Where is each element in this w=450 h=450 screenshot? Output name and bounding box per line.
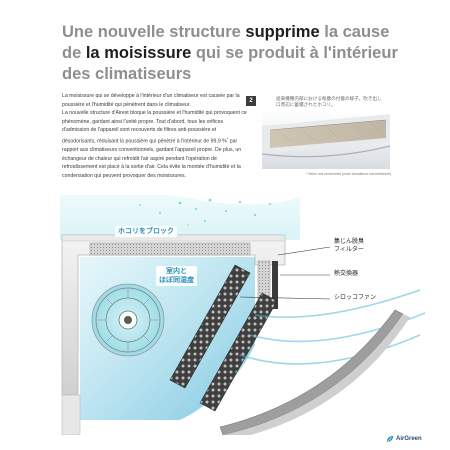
leaf-icon bbox=[386, 435, 394, 443]
page-headline: Une nouvelle structure supprime la cause… bbox=[62, 22, 402, 85]
footnote-marker: * bbox=[226, 136, 229, 141]
aircon-cross-section-diagram: ホコリをブロック 室内と ほぼ同湿度 集じん脱臭 フィルター 熱交換器 シロッコ… bbox=[0, 191, 450, 441]
paragraph-2-end: par rapport aux climatiseurs conventionn… bbox=[62, 138, 242, 180]
filter-label-line2: フィルター bbox=[334, 246, 364, 253]
dust-block-callout: ホコリをブロック bbox=[115, 226, 177, 237]
filter-label: 集じん脱臭 フィルター bbox=[334, 239, 364, 254]
humidity-callout-line1: 室内と bbox=[166, 268, 187, 275]
sirocco-fan-label: シロッコファン bbox=[334, 295, 377, 301]
headline-part: qui se produit à l'intérieur des climati… bbox=[62, 44, 398, 83]
headline-emphasis: supprime bbox=[245, 23, 320, 41]
paragraph-1: La moisissure qui se développe à l'intér… bbox=[62, 93, 240, 108]
brand-name: AirGreen bbox=[396, 436, 422, 442]
step-caption: 従来機種内部における粉塵の付着の様子。吹き出し口周辺に蓄積されたホコリ。 bbox=[276, 96, 382, 108]
headline-part: la cause de bbox=[62, 23, 390, 62]
headline-emphasis: la moisissure bbox=[85, 44, 192, 62]
step-number-badge: 2 bbox=[246, 96, 256, 106]
brand-logo: AirGreen bbox=[386, 435, 422, 443]
filter-label-line1: 集じん脱臭 bbox=[334, 239, 365, 245]
photo-footnote: * Selon nos recherches (notre climatiseu… bbox=[306, 172, 391, 176]
dusty-vent-photo bbox=[262, 112, 390, 169]
heat-exchanger-label: 熱交換器 bbox=[334, 271, 359, 277]
paragraph-2: La nouvelle structure d'Airest bloque la… bbox=[62, 110, 247, 145]
humidity-callout: 室内と ほぼ同湿度 bbox=[156, 266, 197, 286]
headline-part: Une nouvelle structure bbox=[62, 23, 246, 41]
humidity-callout-line2: ほぼ同湿度 bbox=[159, 277, 194, 284]
description-text: La moisissure qui se développe à l'intér… bbox=[62, 92, 247, 181]
